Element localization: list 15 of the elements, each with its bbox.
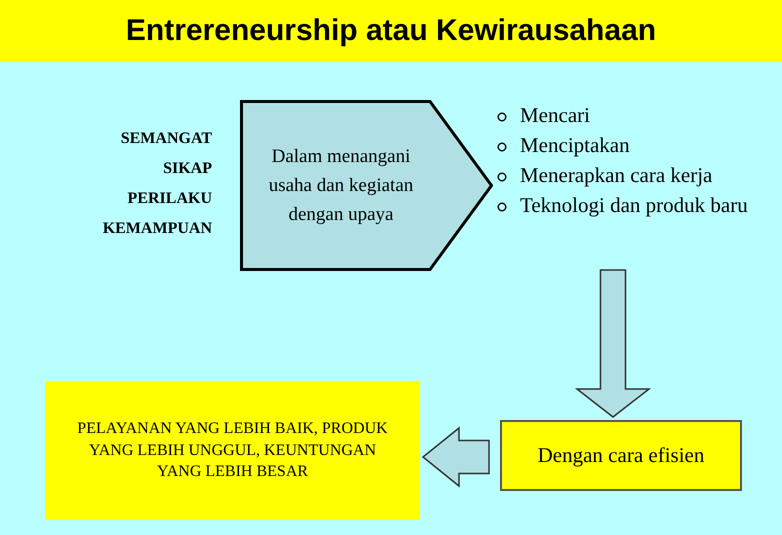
block-arrow [574, 269, 652, 418]
list-item: Menciptakan [520, 133, 630, 157]
side-label: KEMAMPUAN [102, 219, 212, 239]
process-box: PELAYANAN YANG LEBIH BAIK, PRODUK YANG LEBIH UNGGUL, KEUNTUNGAN YANG LEBIH BESAR [45, 381, 420, 520]
title-banner: Entrereneurship atau Kewirausahaan [0, 0, 782, 62]
list-item: Teknologi dan produk baru [520, 193, 748, 217]
pentagon-arrow-shape [240, 100, 493, 271]
list-item: Menerapkan cara kerja [520, 163, 712, 187]
side-label: SIKAP [163, 159, 212, 179]
process-box: Dengan cara efisien [500, 420, 742, 491]
side-label: SEMANGAT [120, 129, 212, 149]
side-label: PERILAKU [128, 189, 212, 209]
list-item: Mencari [520, 103, 590, 127]
box-text: Dalam menangani usaha dan kegiatan dengan upaya [268, 145, 414, 227]
block-arrow [422, 426, 490, 488]
